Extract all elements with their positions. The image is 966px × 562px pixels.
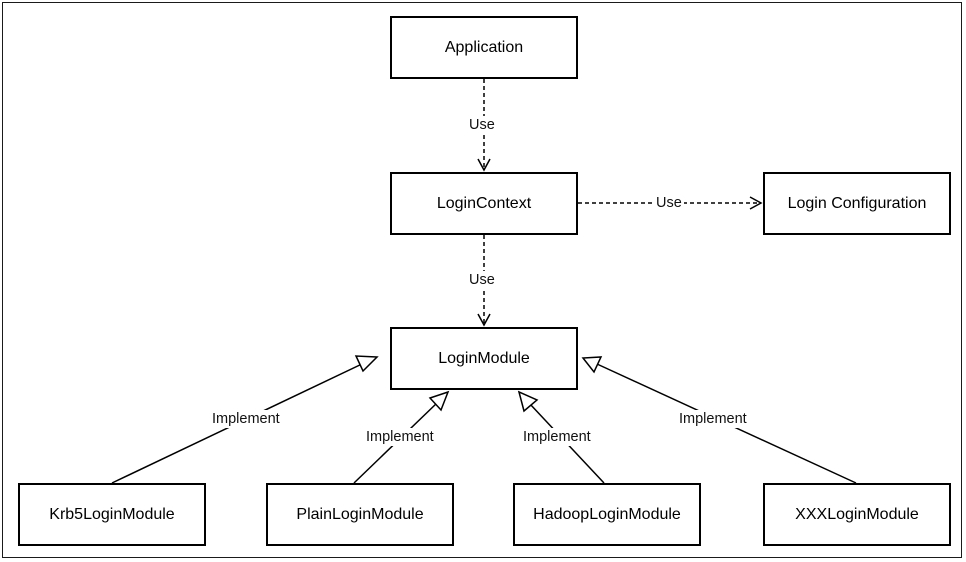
edge-label-implement: Implement (677, 410, 749, 428)
node-login-context: LoginContext (390, 172, 578, 235)
edge-label-use: Use (654, 194, 684, 212)
edge-label-use: Use (467, 116, 497, 134)
node-login-configuration: Login Configuration (763, 172, 951, 235)
edge-label-implement: Implement (210, 410, 282, 428)
triangle-hadoop (517, 390, 539, 413)
node-application: Application (390, 16, 578, 79)
node-krb5-login-module: Krb5LoginModule (18, 483, 206, 546)
node-xxx-login-module: XXXLoginModule (763, 483, 951, 546)
edge-label-use: Use (467, 271, 497, 289)
edge-label-implement: Implement (521, 428, 593, 446)
triangle-xxx (581, 356, 603, 374)
node-hadoop-login-module: HadoopLoginModule (513, 483, 701, 546)
edge-label-implement: Implement (364, 428, 436, 446)
triangle-plain (428, 390, 450, 412)
node-login-module: LoginModule (390, 327, 578, 390)
triangle-krb5 (354, 355, 379, 373)
node-plain-login-module: PlainLoginModule (266, 483, 454, 546)
